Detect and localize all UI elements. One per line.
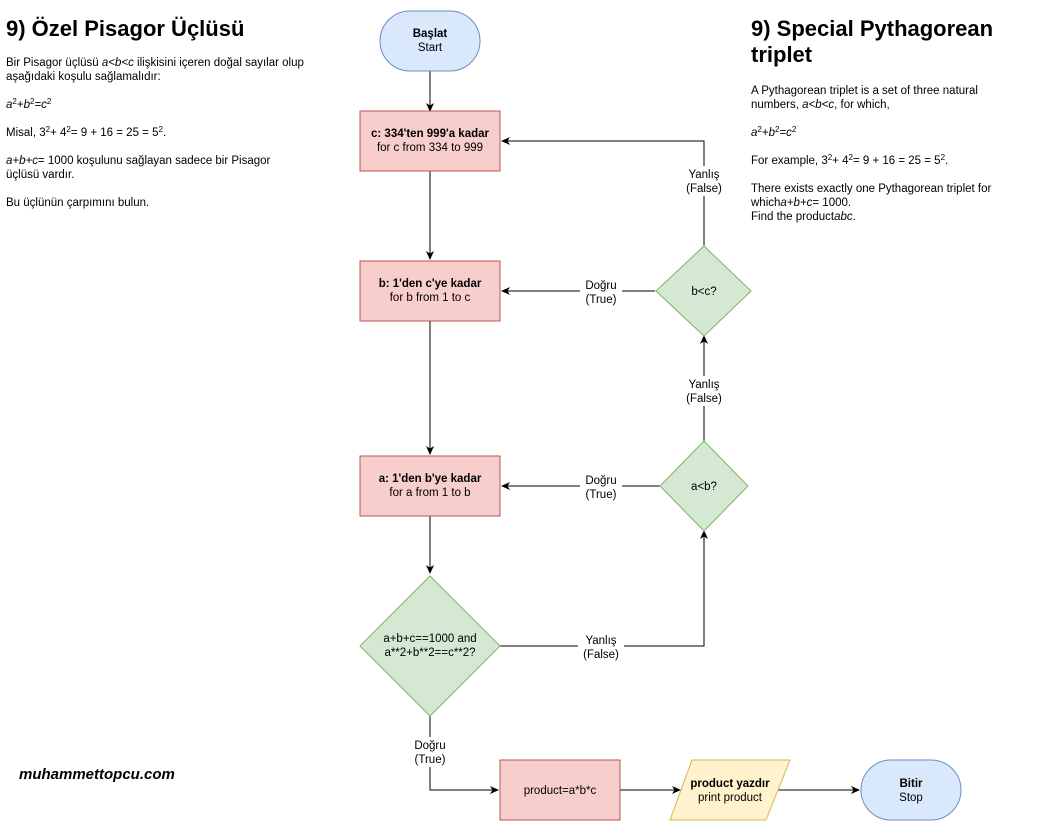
label-condA-true-tr: Doğru [585, 475, 616, 487]
stop-shape [860, 759, 962, 821]
cond-a-node: a<b? [659, 440, 749, 532]
start-sub: Start [418, 42, 443, 54]
cond-b-label: b<c? [691, 286, 716, 298]
label-check-true-tr: Doğru [414, 740, 445, 752]
print-shape [669, 759, 791, 821]
stop-sub: Stop [899, 792, 923, 804]
label-condB-false-tr: Yanlış [688, 169, 719, 181]
loop-a-title: a: 1'den b'ye kadar [379, 473, 482, 485]
label-condB-false-en: (False) [686, 183, 722, 195]
check-line-1: a+b+c==1000 and [383, 633, 476, 645]
left-title: 9) Özel Pisagor Üçlüsü [6, 16, 245, 41]
cond-b-shape [655, 245, 752, 337]
product-label: product=a*b*c [524, 785, 597, 797]
author-credit: muhammettopcu.com [19, 766, 175, 783]
label-check-false-tr: Yanlış [585, 635, 616, 647]
left-formula: a2+b2=c2 [6, 97, 52, 112]
product-shape [499, 759, 621, 821]
right-description-panel: 9) Special Pythagorean triplet A Pythago… [751, 16, 1021, 238]
loop-b-sub: for b from 1 to c [390, 292, 471, 304]
loop-c-title: c: 334'ten 999'a kadar [371, 128, 490, 140]
left-description-panel: 9) Özel Pisagor Üçlüsü Bir Pisagor üçlüs… [6, 16, 306, 224]
start-title: Başlat [413, 28, 448, 40]
loop-a-shape [359, 455, 501, 517]
right-statement: There exists exactly one Pythagorean tri… [751, 183, 992, 223]
loop-c-sub: for c from 334 to 999 [377, 142, 483, 154]
label-condA-false-en: (False) [686, 393, 722, 405]
check-decision-node: a+b+c==1000 and a**2+b**2==c**2? [359, 575, 501, 717]
start-node: Başlat Start [379, 10, 481, 72]
left-condition: a+b+c= 1000 koşulunu sağlayan sadece bir… [6, 155, 271, 181]
right-intro: A Pythagorean triplet is a set of three … [751, 85, 978, 111]
left-question: Bu üçlünün çarpımını bulun. [6, 197, 150, 209]
stop-node: Bitir Stop [860, 759, 962, 821]
print-title: product yazdır [690, 778, 770, 790]
start-shape [379, 10, 481, 72]
loop-b-title: b: 1'den c'ye kadar [379, 278, 482, 290]
loop-a-node: a: 1'den b'ye kadar for a from 1 to b [359, 455, 501, 517]
label-condB-true-en: (True) [586, 294, 617, 306]
edge-condB-false-to-c [501, 137, 705, 246]
edge-check-false-to-condA [500, 530, 708, 647]
label-condA-false-tr: Yanlış [688, 379, 719, 391]
stop-title: Bitir [900, 778, 924, 790]
loop-b-node: b: 1'den c'ye kadar for b from 1 to c [359, 260, 501, 322]
loop-b-shape [359, 260, 501, 322]
loop-c-node: c: 334'ten 999'a kadar for c from 334 to… [359, 110, 501, 172]
edge-labels: Yanlış (False) Doğru (True) Yanlış (Fals… [409, 166, 727, 767]
loop-a-sub: for a from 1 to b [389, 487, 470, 499]
cond-a-label: a<b? [691, 481, 717, 493]
right-formula: a2+b2=c2 [751, 125, 797, 140]
label-condA-true-en: (True) [586, 489, 617, 501]
loop-c-shape [359, 110, 501, 172]
label-check-false-en: (False) [583, 649, 619, 661]
right-example: For example, 32+ 42= 9 + 16 = 25 = 52. [751, 153, 949, 168]
check-line-2: a**2+b**2==c**2? [384, 647, 475, 659]
check-decision-shape [359, 575, 501, 717]
cond-a-shape [659, 440, 749, 532]
cond-b-node: b<c? [655, 245, 752, 337]
label-check-true-en: (True) [415, 754, 446, 766]
left-example: Misal, 32+ 42= 9 + 16 = 25 = 52. [6, 125, 167, 140]
left-intro: Bir Pisagor üçlüsü a<b<c ilişkisini içer… [6, 57, 304, 83]
print-sub: print product [698, 792, 763, 804]
label-condB-true-tr: Doğru [585, 280, 616, 292]
product-node: product=a*b*c [499, 759, 621, 821]
right-title: 9) Special Pythagorean triplet [751, 16, 994, 67]
print-node: product yazdır print product [669, 759, 791, 821]
